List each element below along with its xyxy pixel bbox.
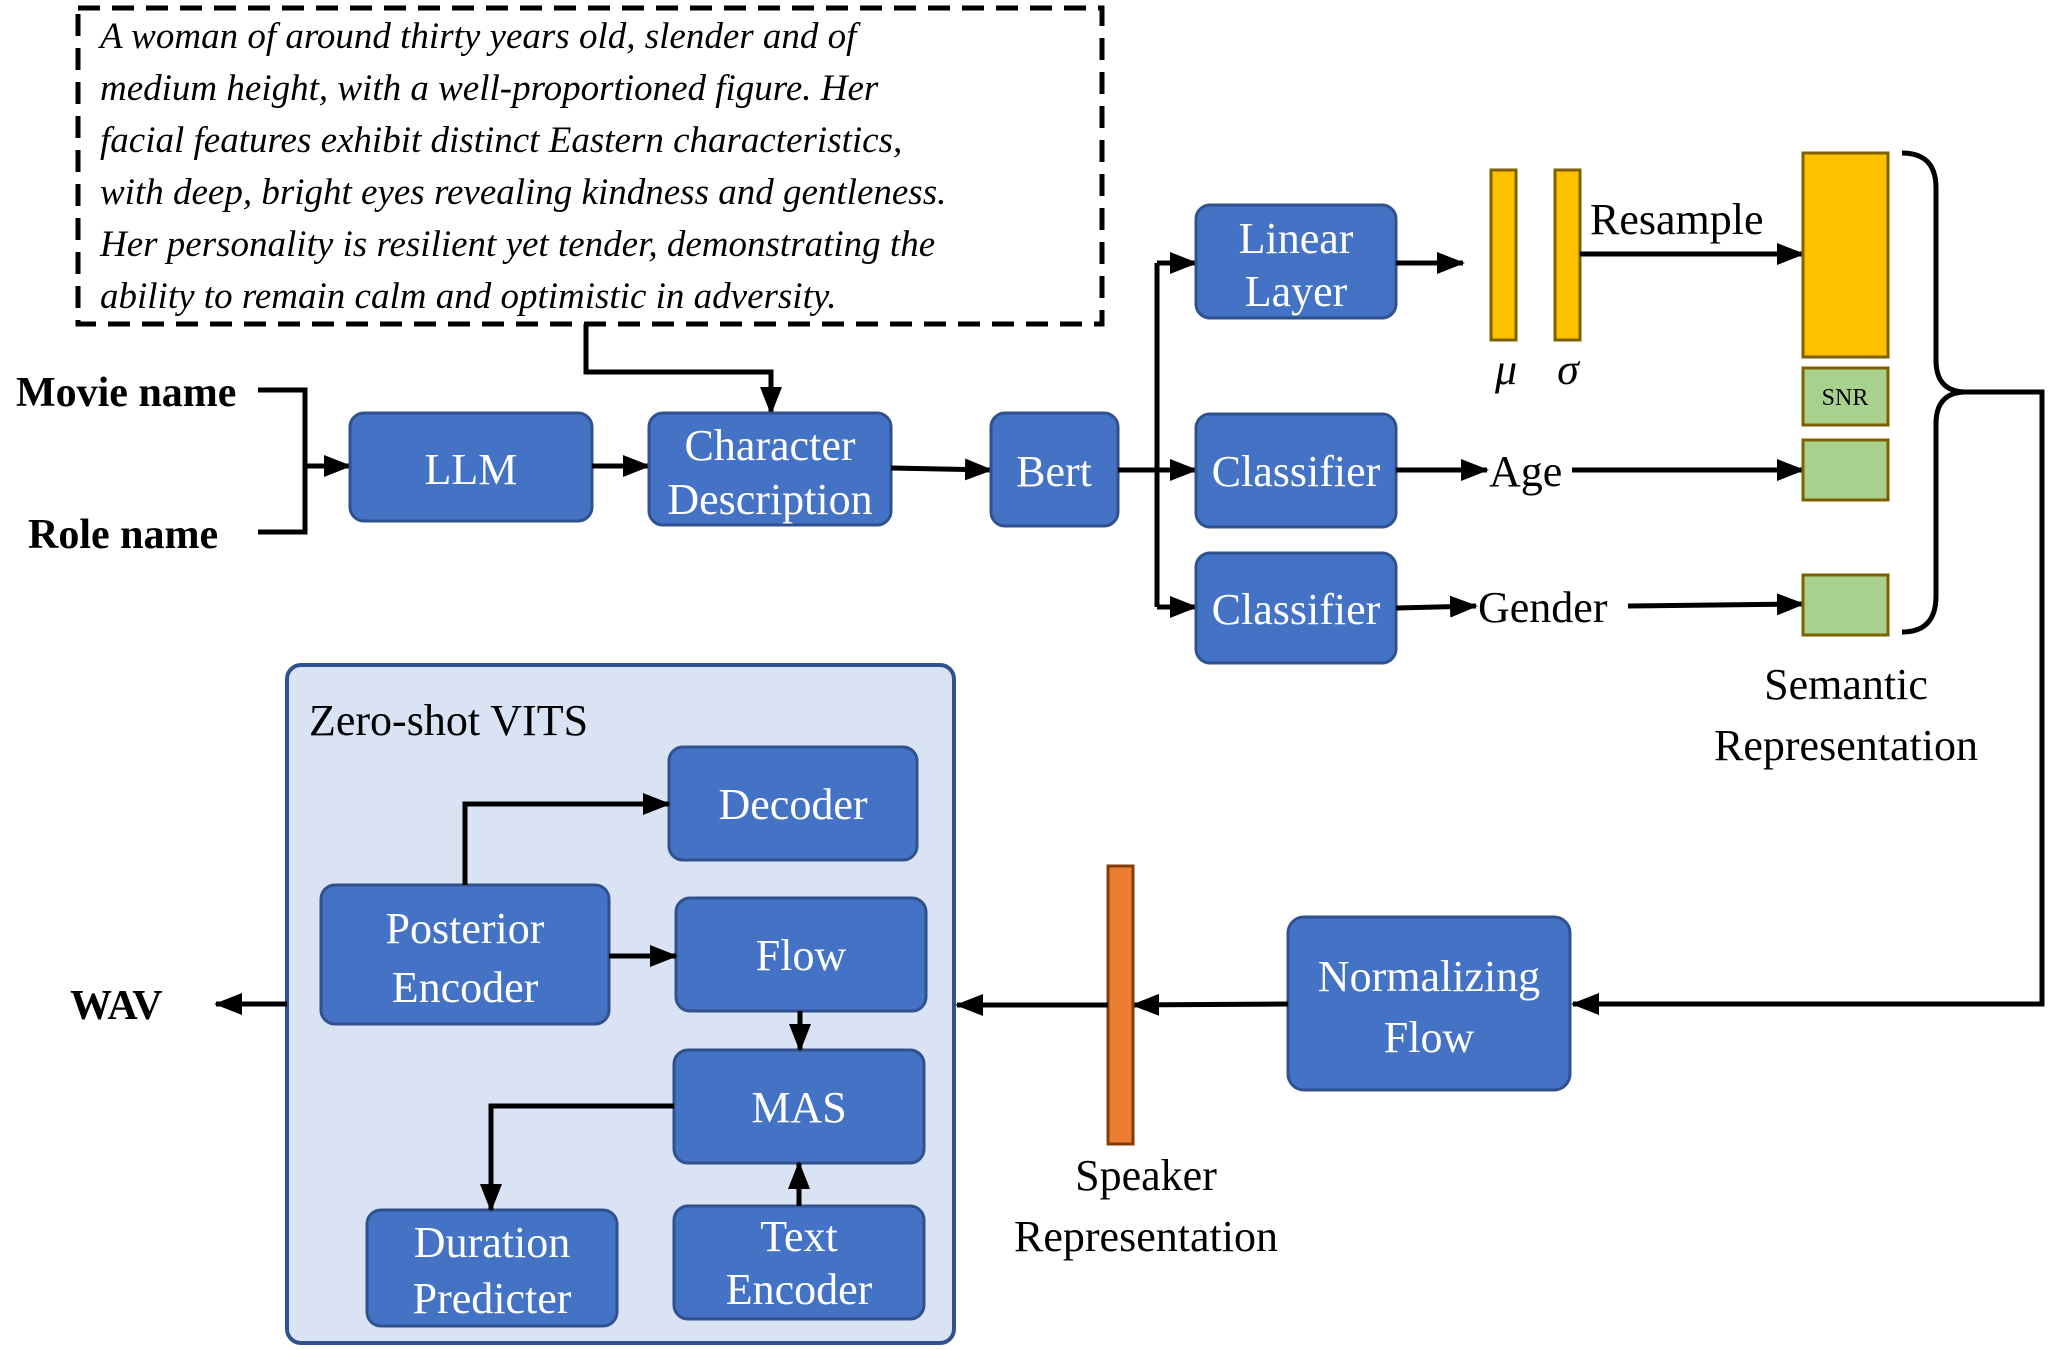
snr-bar <box>1801 366 1890 427</box>
llm-label: LLM <box>425 445 518 494</box>
description-line: A woman of around thirty years old, slen… <box>97 16 861 57</box>
mu-label: μ <box>1494 345 1517 394</box>
description-line: medium height, with a well-proportioned … <box>100 68 879 109</box>
normalizing-flow-label-1: Normalizing <box>1318 952 1540 1001</box>
posterior-encoder-label-1: Posterior <box>386 904 545 953</box>
classifier-to-gender-arrow <box>1395 595 1478 618</box>
flow-block: Flow <box>674 896 928 1013</box>
description-line: Her personality is resilient yet tender,… <box>99 224 935 265</box>
description-line: facial features exhibit distinct Eastern… <box>100 120 902 161</box>
duration-predicter-label-2: Predicter <box>413 1274 572 1323</box>
duration-predicter-label-1: Duration <box>414 1218 570 1267</box>
posterior-encoder-block: Posterior Encoder <box>319 883 611 1026</box>
wav-label: WAV <box>70 983 163 1029</box>
text-to-description-arrow <box>583 324 782 415</box>
linear-layer-label-1: Linear <box>1239 214 1354 263</box>
decoder-block: Decoder <box>667 745 919 862</box>
mas-block: MAS <box>672 1048 926 1165</box>
vits-title: Zero-shot VITS <box>309 696 588 745</box>
input-connector <box>258 387 352 535</box>
resample-label: Resample <box>1590 195 1764 244</box>
snr-label: SNR <box>1822 385 1869 411</box>
mas-to-duration-arrow <box>480 1103 674 1212</box>
linear-layer-label-2: Layer <box>1245 267 1348 316</box>
character-description-label-2: Description <box>667 475 872 524</box>
flow-label: Flow <box>756 931 847 980</box>
bert-block: Bert <box>989 411 1120 528</box>
age-embedding-bar <box>1801 438 1890 502</box>
gender-label: Gender <box>1478 583 1608 632</box>
duration-predicter-block: Duration Predicter <box>365 1208 619 1328</box>
character-description-text-box: A woman of around thirty years old, slen… <box>75 5 1105 327</box>
classifier-age-block: Classifier <box>1194 412 1398 529</box>
description-to-bert-arrow <box>890 458 993 481</box>
classifier-gender-label: Classifier <box>1212 585 1381 634</box>
description-line: ability to remain calm and optimistic in… <box>100 276 837 317</box>
description-line: with deep, bright eyes revealing kindnes… <box>100 172 946 213</box>
movie-name-label: Movie name <box>16 370 236 416</box>
normalizing-flow-block: Normalizing Flow <box>1286 915 1572 1092</box>
speaker-representation-label-2: Representation <box>1014 1212 1278 1261</box>
decoder-label: Decoder <box>718 780 867 829</box>
resampled-latent-bar <box>1801 151 1890 359</box>
sigma-bar <box>1553 168 1582 342</box>
semantic-representation-label-1: Semantic <box>1764 660 1928 709</box>
semantic-representation-label-2: Representation <box>1714 721 1978 770</box>
posterior-to-decoder-arrow <box>462 793 671 885</box>
gender-to-embedding-arrow <box>1627 593 1805 616</box>
classifier-gender-block: Classifier <box>1194 551 1398 665</box>
text-encoder-label-2: Encoder <box>726 1265 873 1314</box>
normalizing-flow-label-2: Flow <box>1384 1013 1475 1062</box>
bert-fanout <box>1118 252 1198 618</box>
mas-label: MAS <box>751 1083 846 1132</box>
semantic-to-flow-arrow <box>1571 389 2045 1015</box>
posterior-encoder-label-2: Encoder <box>392 963 539 1012</box>
speaker-representation-bar <box>1106 864 1135 1146</box>
flow-to-speaker-arrow <box>1131 993 1289 1016</box>
age-label: Age <box>1489 447 1562 496</box>
text-encoder-label-1: Text <box>760 1212 838 1261</box>
speaker-representation-label-1: Speaker <box>1075 1151 1217 1200</box>
character-description-block: Character Description <box>647 411 893 527</box>
linear-layer-block: Linear Layer <box>1194 203 1398 320</box>
text-encoder-block: Text Encoder <box>672 1204 926 1321</box>
zero-shot-vits-panel: Zero-shot VITS Decoder Posterior Encoder… <box>285 663 956 1345</box>
role-name-label: Role name <box>28 512 218 558</box>
sigma-label: σ <box>1557 345 1581 394</box>
character-description-label-1: Character <box>685 421 856 470</box>
bert-label: Bert <box>1016 447 1092 496</box>
classifier-age-label: Classifier <box>1212 447 1381 496</box>
mu-bar <box>1489 168 1518 342</box>
semantic-brace <box>1901 150 1967 635</box>
gender-embedding-bar <box>1801 573 1890 637</box>
llm-block: LLM <box>348 411 594 523</box>
